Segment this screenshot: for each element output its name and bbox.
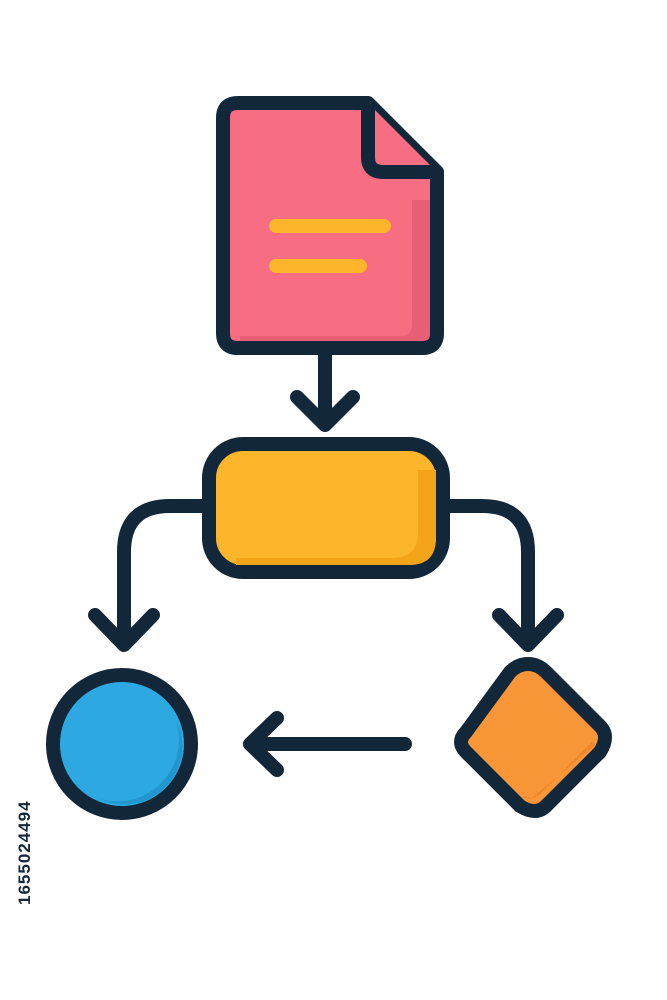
process-node — [202, 437, 450, 579]
document-node — [216, 96, 444, 355]
terminal-circle — [46, 668, 198, 820]
arrow-decision-to-terminal — [243, 711, 412, 777]
decision-shadow — [522, 742, 596, 799]
decision-diamond — [454, 657, 612, 818]
decision-node — [454, 657, 612, 818]
stock-id-watermark: 1655024494 — [15, 800, 34, 905]
stock-id-text: 1655024494 — [15, 800, 34, 905]
arrow-process-to-decision — [443, 499, 564, 652]
process-box — [202, 437, 450, 579]
arrow-process-to-terminal — [88, 499, 209, 652]
terminal-node — [46, 668, 198, 820]
terminal-shadow — [100, 720, 183, 805]
arrow-document-to-process — [290, 345, 360, 432]
process-shadow — [236, 470, 436, 565]
document-fold — [361, 103, 437, 179]
